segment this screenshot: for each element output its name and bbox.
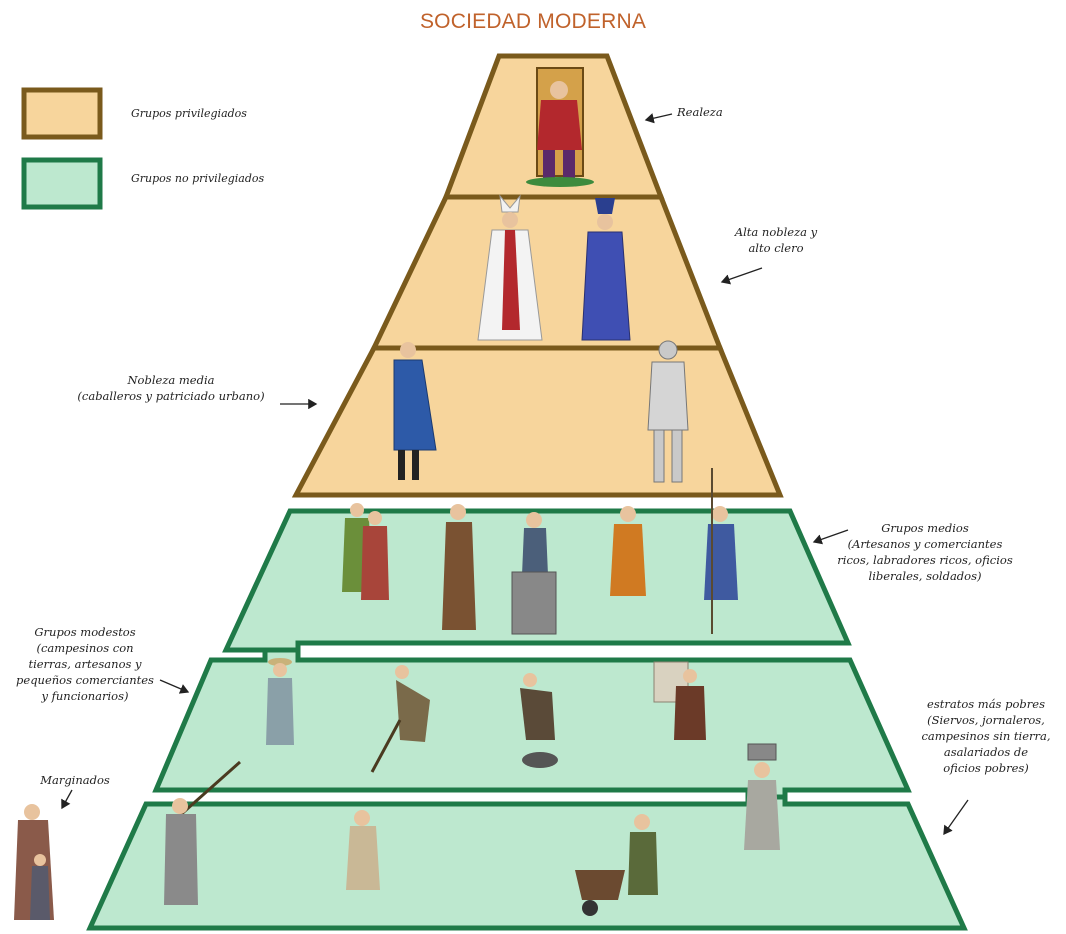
legend-non-privileged-label: Grupos no privilegiados	[131, 172, 265, 185]
label-marginados: Marginados	[40, 773, 110, 787]
label-nobleza-media: Nobleza media (caballeros y patriciado u…	[77, 373, 265, 403]
arrow-grupos-medios	[812, 529, 849, 545]
label-grupos-modestos: Grupos modestos (campesinos con tierras,…	[16, 625, 154, 703]
arrow-estratos-pobres	[943, 799, 969, 836]
legend-privileged-swatch	[21, 87, 103, 140]
tier-estratos-pobres	[86, 794, 968, 931]
grupos-modestos-figures	[266, 658, 706, 773]
label-estratos-pobres: estratos más pobres (Siervos, jornaleros…	[921, 697, 1051, 775]
bishop-figure	[477, 194, 543, 341]
label-realeza: Realeza	[677, 105, 723, 119]
arrow-grupos-modestos	[159, 679, 190, 694]
tier-alta-nobleza	[370, 194, 724, 351]
label-grupos-medios: Grupos medios (Artesanos y comerciantes …	[837, 521, 1013, 583]
arrow-marginados	[61, 789, 73, 810]
grupos-medios-figures	[342, 468, 738, 635]
knight-figure	[647, 340, 689, 483]
label-alta-nobleza: Alta nobleza y alto clero	[734, 225, 818, 255]
noble-blue-robe-figure	[581, 198, 631, 341]
legend-privileged-label: Grupos privilegiados	[131, 107, 247, 120]
arrow-alta-nobleza	[720, 267, 763, 285]
page-title: SOCIEDAD MODERNA	[419, 10, 647, 33]
estratos-pobres-figures	[164, 743, 780, 916]
king-on-throne-figure	[526, 67, 594, 187]
tier-nobleza-media	[291, 345, 784, 498]
legend-non-privileged-swatch	[21, 157, 103, 210]
arrow-realeza	[644, 113, 673, 124]
beggar-family-figure	[14, 804, 54, 920]
nobleman-figure	[393, 342, 437, 480]
